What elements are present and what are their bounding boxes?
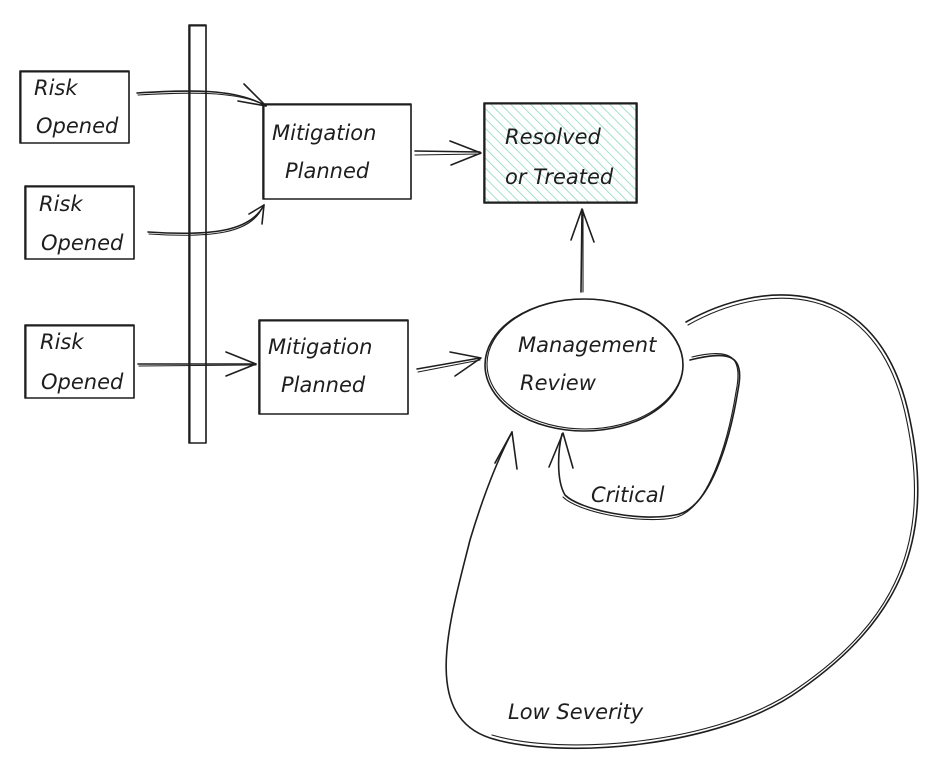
arrow-mitigation2-to-review[interactable] bbox=[416, 351, 482, 377]
review-line1: Management bbox=[518, 333, 657, 357]
edge-label-critical: Critical bbox=[591, 483, 665, 507]
resolved-line2: or Treated bbox=[505, 165, 614, 189]
mitigation-1-line1: Mitigation bbox=[272, 121, 376, 145]
review-line2: Review bbox=[520, 371, 597, 395]
risk-1-line2: Opened bbox=[36, 114, 119, 138]
mitigation-1-line2: Planned bbox=[285, 159, 370, 183]
loop-low-severity[interactable] bbox=[445, 294, 919, 750]
risk-1-line1: Risk bbox=[34, 76, 78, 100]
mitigation-2-line1: Mitigation bbox=[268, 335, 372, 359]
risk-2-line1: Risk bbox=[39, 192, 83, 216]
arrow-review-to-resolved[interactable] bbox=[570, 208, 595, 293]
risk-opened-node-1[interactable]: Risk Opened bbox=[19, 70, 130, 144]
arrow-risk2-to-mitigation1[interactable] bbox=[147, 204, 265, 236]
mitigation-planned-node-2[interactable]: Mitigation Planned bbox=[258, 319, 409, 415]
risk-3-line2: Opened bbox=[41, 370, 124, 394]
arrow-risk3-to-mitigation2[interactable] bbox=[137, 351, 257, 377]
loop-critical[interactable] bbox=[548, 352, 741, 521]
fork-bar[interactable] bbox=[188, 24, 207, 444]
risk-3-line1: Risk bbox=[40, 330, 84, 354]
risk-opened-node-3[interactable]: Risk Opened bbox=[24, 324, 135, 399]
mitigation-planned-node-1[interactable]: Mitigation Planned bbox=[262, 103, 412, 200]
risk-opened-node-2[interactable]: Risk Opened bbox=[24, 185, 135, 260]
resolved-hatch-fill bbox=[485, 104, 637, 203]
arrow-mitigation1-to-resolved[interactable] bbox=[414, 140, 482, 166]
resolved-node[interactable]: Resolved or Treated bbox=[483, 102, 638, 204]
mitigation-2-line2: Planned bbox=[281, 373, 366, 397]
arrow-risk1-to-mitigation1[interactable] bbox=[136, 83, 267, 107]
risk-2-line2: Opened bbox=[41, 231, 124, 255]
resolved-line1: Resolved bbox=[505, 125, 601, 149]
edge-label-low-severity: Low Severity bbox=[508, 700, 644, 724]
management-review-node[interactable]: Management Review bbox=[484, 298, 684, 432]
